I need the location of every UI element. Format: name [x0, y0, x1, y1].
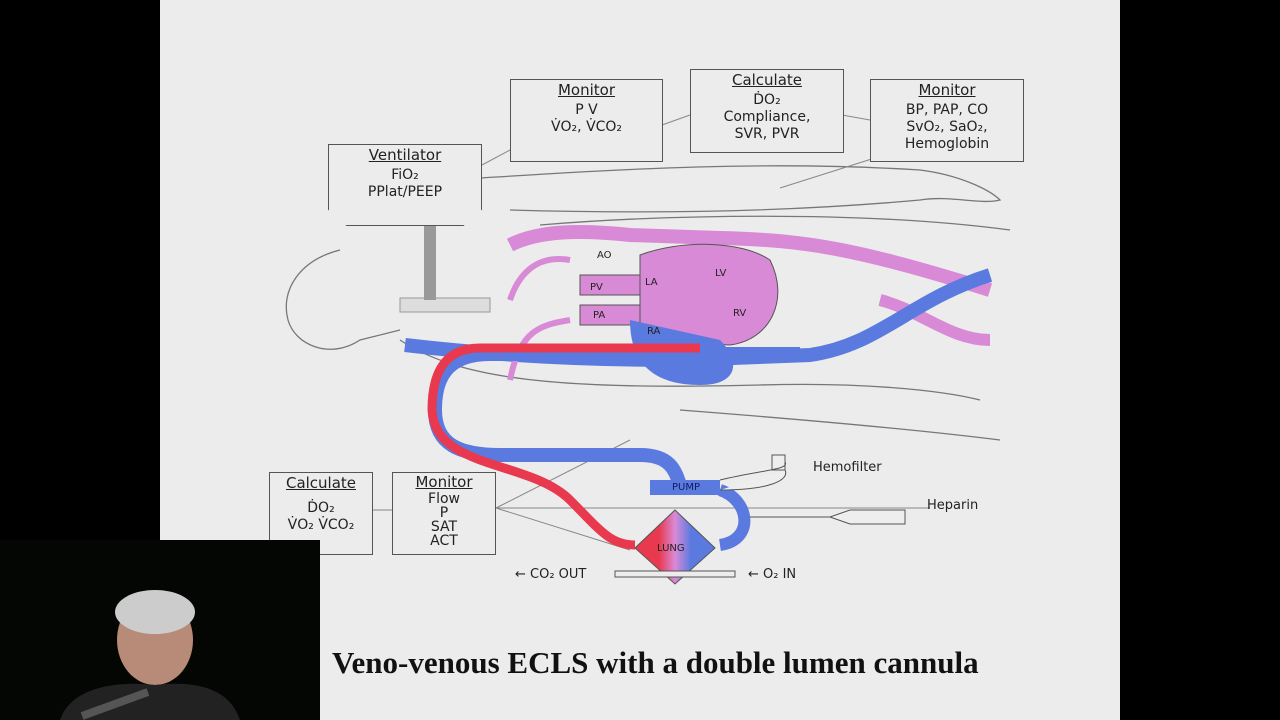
pump: [650, 480, 720, 495]
gas-line: [614, 570, 736, 578]
label-pa: PA: [593, 310, 606, 321]
ventilator-box: Ventilator FiO₂ PPlat/PEEP: [328, 144, 482, 226]
monitor-bottom-heading: Monitor: [415, 473, 473, 491]
heparin-syringe-icon: [750, 509, 906, 525]
cannula-arterial: [427, 343, 700, 550]
calculate-top-line: SVR, PVR: [734, 126, 800, 142]
ecls-diagram: [285, 114, 1011, 585]
monitor-right-box: Monitor BP, PAP, CO SvO₂, SaO₂, Hemoglob…: [870, 79, 1024, 162]
monitor-right-line: Hemoglobin: [904, 136, 990, 152]
hemofilter-label: Hemofilter: [813, 460, 882, 475]
label-lung: LUNG: [657, 543, 685, 554]
presentation-slide: Ventilator FiO₂ PPlat/PEEP Monitor P V V…: [160, 0, 1120, 720]
monitor-right-line: BP, PAP, CO: [905, 102, 989, 118]
calculate-top-line: ḊO₂: [753, 92, 781, 108]
label-pump: PUMP: [672, 482, 701, 493]
monitor-bottom-line: ACT: [430, 533, 458, 549]
calculate-bottom-heading: Calculate: [285, 474, 357, 492]
pulmonary-vessels: [579, 274, 641, 326]
hemofilter-icon: [719, 454, 787, 491]
label-lv: LV: [715, 268, 727, 279]
ventilator-pplat-peep: PPlat/PEEP: [367, 184, 443, 200]
monitor-bottom-line: Flow: [428, 491, 460, 507]
monitor-top-box: Monitor P V V̇O₂, V̇CO₂: [510, 79, 663, 162]
o2-in-label: ← O₂ IN: [748, 567, 797, 582]
calculate-top-box: Calculate ḊO₂ Compliance, SVR, PVR: [690, 69, 844, 153]
speaker-figure: [60, 590, 240, 720]
monitor-right-line: SvO₂, SaO₂,: [906, 119, 988, 135]
label-rv: RV: [733, 308, 747, 319]
monitor-bottom-line: P: [439, 505, 449, 521]
monitor-top-line: P V: [575, 102, 598, 118]
trachea: [399, 297, 491, 313]
endotracheal-tube: [420, 214, 436, 300]
calculate-top-heading: Calculate: [731, 71, 803, 89]
heart: [639, 243, 779, 346]
slide-title: Veno-venous ECLS with a double lumen can…: [332, 645, 979, 680]
calculate-bottom-line: V̇O₂ V̇CO₂: [287, 517, 355, 533]
ventilator-heading: Ventilator: [368, 146, 442, 164]
label-la: LA: [645, 277, 658, 288]
ventilator-fio2: FiO₂: [391, 167, 419, 183]
co2-out-label: ← CO₂ OUT: [515, 567, 587, 582]
calculate-top-line: Compliance,: [723, 109, 811, 125]
label-pv: PV: [590, 282, 603, 293]
label-ao: AO: [597, 250, 612, 261]
speaker-video-inset: [0, 540, 320, 720]
monitor-top-heading: Monitor: [557, 81, 616, 99]
heparin-label: Heparin: [927, 498, 979, 513]
monitor-bottom-box: Monitor Flow P SAT ACT: [392, 472, 496, 555]
monitor-bottom-line: SAT: [430, 519, 458, 535]
label-ra: RA: [647, 326, 661, 337]
oxygenator-lung: [634, 509, 716, 585]
monitor-right-heading: Monitor: [918, 81, 976, 99]
pump-to-lung: [717, 484, 751, 551]
calculate-bottom-line: ḊO₂: [307, 500, 335, 516]
monitor-top-line: V̇O₂, V̇CO₂: [550, 119, 623, 135]
